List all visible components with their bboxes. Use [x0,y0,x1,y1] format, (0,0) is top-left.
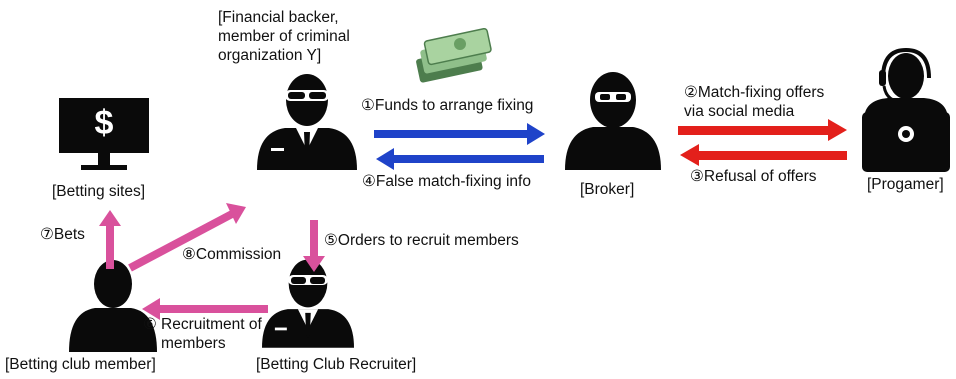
arrow-refusal [680,144,847,166]
backer-label: [Financial backer, member of criminal or… [218,8,350,65]
edge-label-recruitment-line-2: members [161,335,226,352]
broker-label: [Broker] [580,181,635,198]
edge-label-false-info: ④False match-fixing info [362,173,531,190]
arrow-bets [99,210,121,269]
person-icon [69,260,157,352]
edge-label-recruitment: Recruitment of members [161,315,262,353]
recruiter-icon [262,259,354,348]
recruiter-label: [Betting Club Recruiter] [256,356,417,373]
edge-label-offers-line-2: via social media [684,103,795,120]
edge-label-commission: ⑧Commission [182,246,282,263]
arrow-recruitment [142,298,268,320]
edge-label-offers: ②Match-fixing offers via social media [684,83,824,121]
backer-label-line-1: [Financial backer, [218,9,339,26]
monitor-dollar-icon: $ [59,98,149,170]
dollar-sign: $ [95,104,114,142]
edge-label-funds: ①Funds to arrange fixing [361,97,534,114]
betting-sites-label: [Betting sites] [52,183,146,200]
masked-person-icon [565,72,661,170]
edge-label-bets: ⑦Bets [40,226,85,243]
backer-icon [257,74,357,170]
edge-label-recruitment-num: ⑥ [143,316,157,333]
arrow-commission [128,203,246,272]
arrow-funds [374,123,545,145]
arrow-orders [303,220,325,272]
backer-label-line-3: organization Y] [218,47,322,64]
arrow-false-info [376,148,544,170]
backer-label-line-2: member of criminal [218,28,350,45]
progamer-label: [Progamer] [867,176,944,193]
headset-gamer-icon [862,47,950,172]
member-label: [Betting club member] [5,356,156,373]
arrow-offers [678,119,847,141]
edge-label-refusal: ③Refusal of offers [690,168,817,185]
edge-label-recruitment-line-1: Recruitment of [161,316,262,333]
money-icon [416,27,492,83]
edge-label-offers-line-1: ②Match-fixing offers [684,84,825,101]
edge-label-orders: ⑤Orders to recruit members [324,232,519,249]
